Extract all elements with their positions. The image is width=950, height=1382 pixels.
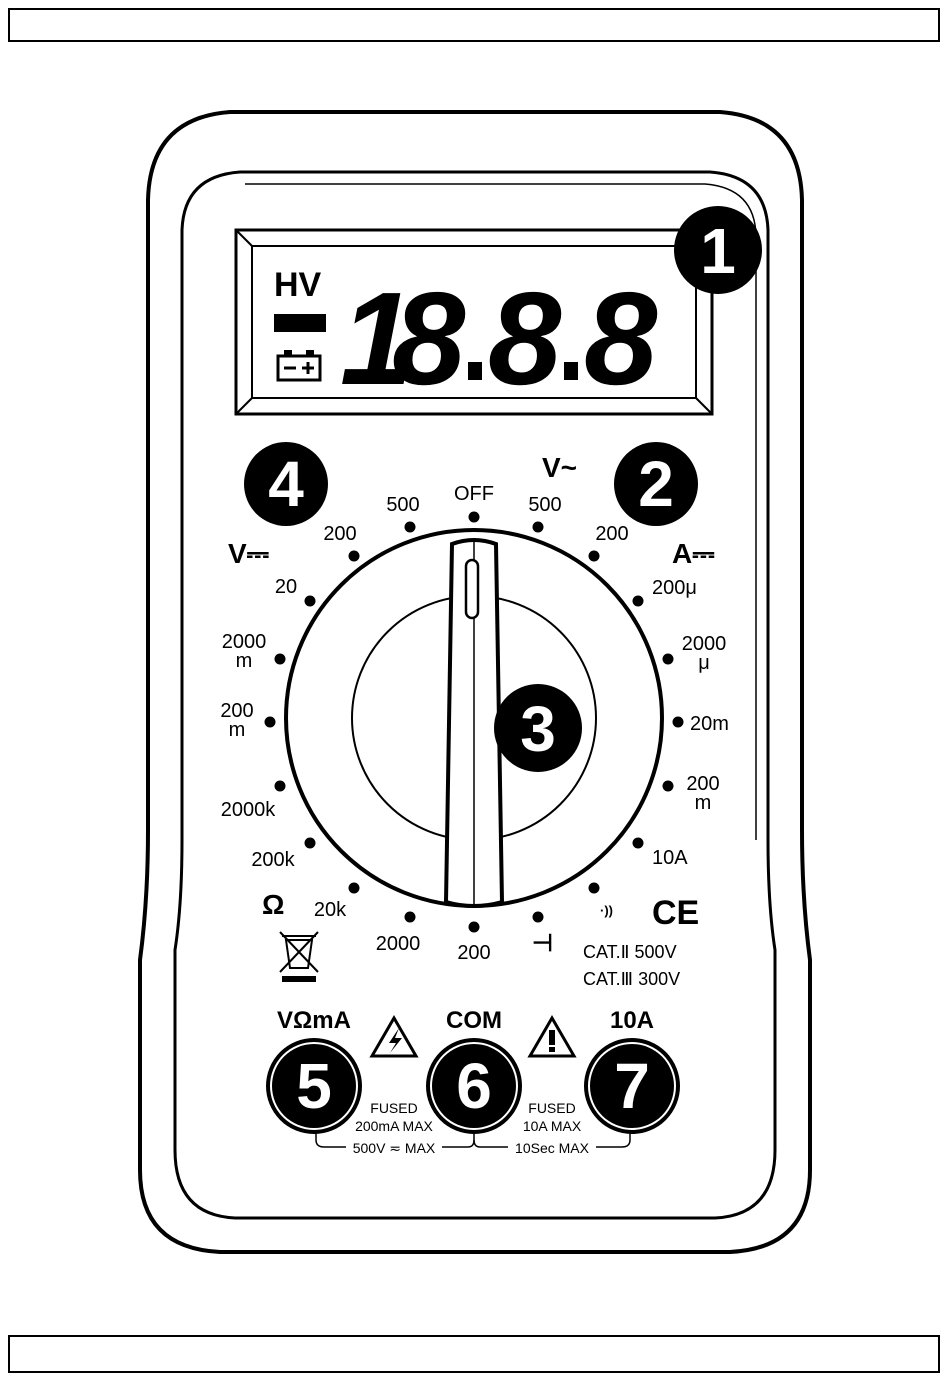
range-dot	[633, 596, 644, 607]
callout-6: 6	[432, 1044, 516, 1128]
range-label-ohm-200k: 200k	[251, 849, 295, 871]
lcd-digit: 8	[488, 265, 562, 412]
jack-label-com: COM	[446, 1007, 502, 1034]
jack-label-10a: 10A	[610, 1007, 654, 1034]
range-label-dca-10a: 10A	[652, 847, 688, 869]
fuse-note-left: 500V ≂ MAX	[353, 1140, 436, 1156]
range-label-dcv-200: 200	[323, 523, 356, 545]
range-label-dca-20m: 20m	[690, 713, 729, 735]
lcd-digit: 8	[584, 265, 658, 412]
range-label-acv-500: 500	[528, 494, 561, 516]
acv-function-symbol: V~	[542, 452, 577, 483]
range-dot	[589, 551, 600, 562]
callout-5: 5	[272, 1044, 356, 1128]
range-dot	[405, 522, 416, 533]
svg-text:1: 1	[700, 215, 736, 287]
callout-7: 7	[590, 1044, 674, 1128]
range-dot	[305, 838, 316, 849]
range-dot	[533, 522, 544, 533]
range-dot	[469, 922, 480, 933]
ce-mark: CE	[652, 894, 699, 932]
range-dot	[275, 781, 286, 792]
range-dot	[663, 781, 674, 792]
diode-test-icon: ⊣	[532, 930, 553, 957]
svg-text:2: 2	[638, 448, 674, 520]
range-label-ohm-20k: 20k	[314, 899, 347, 921]
dcv-function-symbol: V⎓	[228, 538, 269, 569]
svg-text:5: 5	[296, 1050, 332, 1122]
range-dot	[663, 654, 674, 665]
callout-2: 2	[614, 442, 698, 526]
range-label-acv-200: 200	[595, 523, 628, 545]
range-label-dca-200u: 200μ	[652, 577, 697, 599]
jack-label-vohm: VΩmA	[277, 1007, 351, 1034]
lcd-digits: 1 8 8 8	[340, 265, 658, 412]
range-dot	[349, 883, 360, 894]
cat3-rating: CAT.Ⅲ 300V	[583, 969, 680, 989]
fuse-note-left: FUSED	[370, 1100, 417, 1116]
fuse-note-left: 200mA MAX	[355, 1118, 433, 1134]
dial-pointer-mark	[466, 560, 478, 618]
range-dot	[405, 912, 416, 923]
continuity-buzzer-icon: ·))	[600, 903, 613, 918]
range-dot	[349, 551, 360, 562]
fuse-note-right: 10A MAX	[523, 1118, 582, 1134]
range-dot	[533, 912, 544, 923]
ohm-function-symbol: Ω	[262, 889, 284, 920]
svg-text:3: 3	[520, 693, 556, 765]
range-label-ohm-2000: 2000	[376, 933, 421, 955]
range-label-dcv-500: 500	[386, 494, 419, 516]
range-dot	[265, 717, 276, 728]
range-dot	[633, 838, 644, 849]
fuse-note-right: FUSED	[528, 1100, 575, 1116]
callout-3: 3	[494, 684, 582, 772]
svg-text:4: 4	[268, 448, 304, 520]
dca-function-symbol: A⎓	[672, 538, 715, 569]
callout-1: 1	[674, 206, 762, 294]
range-label-ohm-2000k: 2000k	[221, 799, 276, 821]
range-label-dcv-20: 20	[275, 576, 297, 598]
range-dot	[673, 717, 684, 728]
range-label-off: OFF	[454, 483, 494, 505]
range-dot	[469, 512, 480, 523]
range-dot	[275, 654, 286, 665]
cat2-rating: CAT.Ⅱ 500V	[583, 942, 677, 962]
lcd-digit: 8	[392, 265, 466, 412]
lcd-minus-sign	[274, 314, 326, 332]
range-dot	[305, 596, 316, 607]
lcd-hv-indicator: HV	[274, 266, 322, 304]
callout-4: 4	[244, 442, 328, 526]
svg-text:6: 6	[456, 1050, 492, 1122]
svg-text:7: 7	[614, 1050, 650, 1122]
range-dot	[589, 883, 600, 894]
range-label-ohm-200: 200	[457, 942, 490, 964]
fuse-note-right: 10Sec MAX	[515, 1140, 590, 1156]
